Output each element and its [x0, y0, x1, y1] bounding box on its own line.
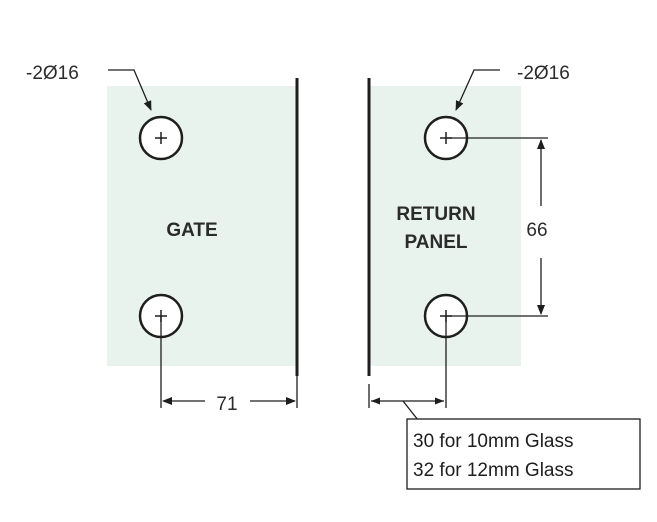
gate-callout-leader	[108, 69, 152, 111]
hole-spacing-dimension	[446, 137, 548, 317]
gate-offset-value: 71	[216, 394, 237, 415]
gate-panel	[107, 86, 297, 366]
gate-hole-top	[138, 115, 184, 161]
glass-thickness-note-line2: 32 for 12mm Glass	[413, 460, 574, 481]
return-panel-label-line2: PANEL	[405, 232, 468, 253]
return-offset-dimension	[368, 316, 447, 421]
gate-hole-callout: -2Ø16	[26, 63, 79, 84]
hole-spacing-value: 66	[526, 220, 547, 241]
glass-thickness-note-line1: 30 for 10mm Glass	[413, 431, 574, 452]
gate-label: GATE	[166, 220, 217, 241]
return-panel-label-line1: RETURN	[396, 204, 475, 225]
return-callout-leader	[455, 69, 500, 111]
return-hole-callout: -2Ø16	[517, 63, 570, 84]
glass-thickness-note-box	[406, 418, 641, 490]
gate-offset-dimension	[160, 316, 298, 408]
